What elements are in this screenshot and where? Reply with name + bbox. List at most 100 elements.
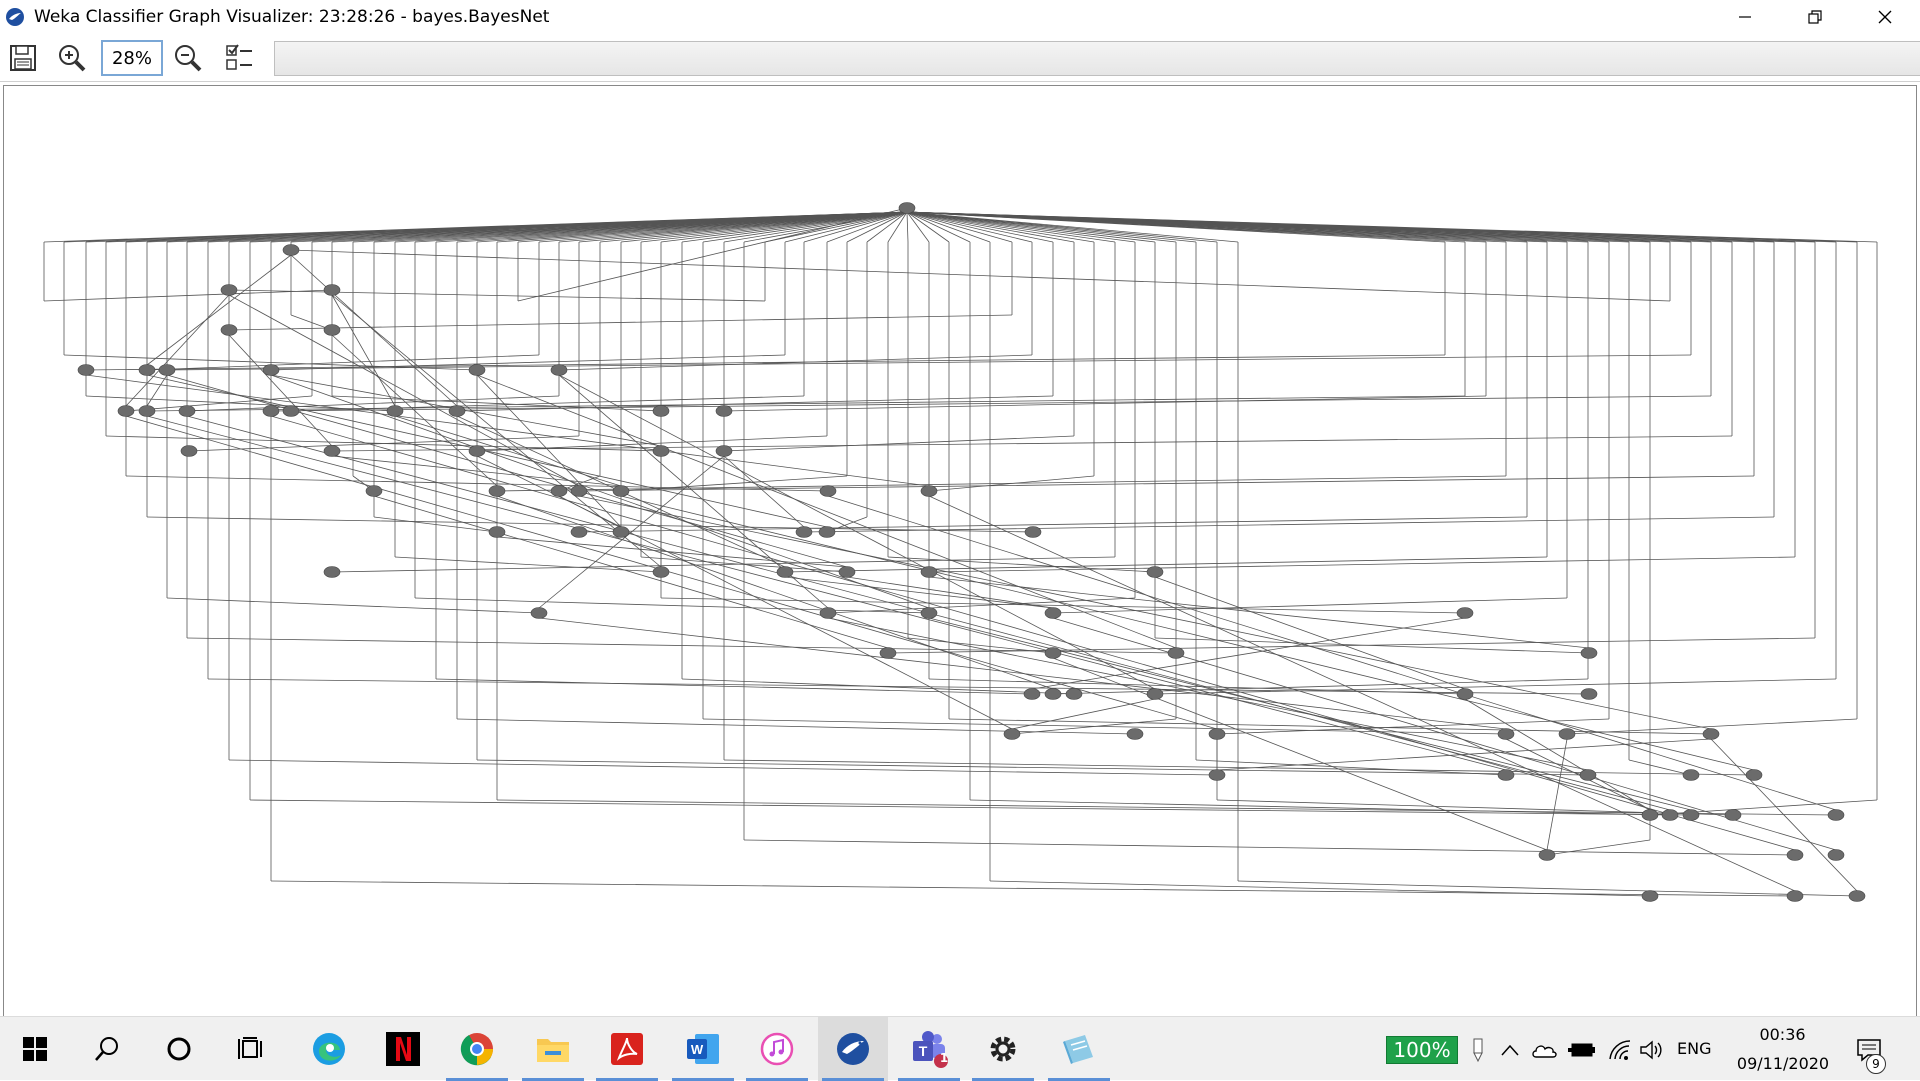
graph-node-53[interactable] <box>1580 647 1598 659</box>
graph-node-56[interactable] <box>1065 688 1083 700</box>
graph-node-57[interactable] <box>1146 688 1164 700</box>
word-taskbar-button[interactable]: W <box>668 1017 738 1081</box>
graph-node-54[interactable] <box>1023 688 1041 700</box>
graph-node-24[interactable] <box>652 445 670 457</box>
graph-node-26[interactable] <box>365 485 383 497</box>
graph-node-17[interactable] <box>386 405 404 417</box>
layout-options-button[interactable] <box>220 39 260 77</box>
graph-node-29[interactable] <box>570 485 588 497</box>
graph-node-72[interactable] <box>1661 809 1679 821</box>
graph-node-2[interactable] <box>220 284 238 296</box>
graph-node-6[interactable] <box>77 364 95 376</box>
graph-node-66[interactable] <box>1208 769 1226 781</box>
acrobat-taskbar-button[interactable] <box>592 1017 662 1081</box>
graph-node-45[interactable] <box>530 607 548 619</box>
graph-node-18[interactable] <box>448 405 466 417</box>
close-button[interactable] <box>1850 0 1920 34</box>
graph-node-81[interactable] <box>1848 890 1866 902</box>
graph-node-8[interactable] <box>158 364 176 376</box>
clock-time[interactable]: 00:36 <box>1759 1025 1806 1044</box>
graph-node-11[interactable] <box>550 364 568 376</box>
graph-node-25[interactable] <box>715 445 733 457</box>
notepad-taskbar-button[interactable] <box>1044 1017 1114 1081</box>
itunes-taskbar-button[interactable] <box>742 1017 812 1081</box>
graph-node-58[interactable] <box>1456 688 1474 700</box>
graph-node-33[interactable] <box>488 526 506 538</box>
wifi-icon[interactable] <box>1606 1036 1634 1064</box>
graph-node-10[interactable] <box>468 364 486 376</box>
notification-center-icon[interactable] <box>1855 1036 1883 1064</box>
minimize-button[interactable] <box>1710 0 1780 34</box>
zoom-out-button[interactable] <box>168 39 208 77</box>
graph-node-38[interactable] <box>1024 526 1042 538</box>
graph-node-36[interactable] <box>795 526 813 538</box>
graph-node-14[interactable] <box>178 405 196 417</box>
graph-node-50[interactable] <box>879 647 897 659</box>
graph-node-80[interactable] <box>1786 890 1804 902</box>
clock-date[interactable]: 09/11/2020 <box>1736 1054 1830 1073</box>
graph-node-21[interactable] <box>180 445 198 457</box>
graph-node-22[interactable] <box>323 445 341 457</box>
graph-node-73[interactable] <box>1682 809 1700 821</box>
graph-node-77[interactable] <box>1786 849 1804 861</box>
graph-node-74[interactable] <box>1724 809 1742 821</box>
netflix-taskbar-button[interactable] <box>368 1017 438 1081</box>
graph-node-43[interactable] <box>920 566 938 578</box>
battery-icon[interactable] <box>1568 1036 1596 1064</box>
graph-node-59[interactable] <box>1580 688 1598 700</box>
start-button[interactable] <box>0 1017 70 1081</box>
settings-taskbar-button[interactable] <box>968 1017 1038 1081</box>
graph-node-49[interactable] <box>1456 607 1474 619</box>
onedrive-cloud-icon[interactable] <box>1530 1036 1558 1064</box>
graph-node-71[interactable] <box>1641 809 1659 821</box>
graph-node-37[interactable] <box>818 526 836 538</box>
graph-node-3[interactable] <box>323 284 341 296</box>
restore-button[interactable] <box>1780 0 1850 34</box>
graph-node-60[interactable] <box>1003 728 1021 740</box>
graph-node-65[interactable] <box>1702 728 1720 740</box>
graph-node-23[interactable] <box>468 445 486 457</box>
file-explorer-taskbar-button[interactable] <box>518 1017 588 1081</box>
graph-node-16[interactable] <box>282 405 300 417</box>
cortana-button[interactable] <box>144 1017 214 1081</box>
graph-node-30[interactable] <box>612 485 630 497</box>
graph-node-75[interactable] <box>1827 809 1845 821</box>
graph-node-51[interactable] <box>1044 647 1062 659</box>
graph-node-1[interactable] <box>282 244 300 256</box>
graph-node-13[interactable] <box>138 405 156 417</box>
graph-node-41[interactable] <box>776 566 794 578</box>
graph-node-52[interactable] <box>1167 647 1185 659</box>
save-button[interactable] <box>3 39 43 77</box>
graph-node-44[interactable] <box>1146 566 1164 578</box>
graph-node-48[interactable] <box>1044 607 1062 619</box>
graph-node-35[interactable] <box>612 526 630 538</box>
speaker-volume-icon[interactable] <box>1638 1036 1666 1064</box>
graph-node-63[interactable] <box>1497 728 1515 740</box>
graph-node-46[interactable] <box>819 607 837 619</box>
graph-node-15[interactable] <box>262 405 280 417</box>
input-language-indicator[interactable]: ENG <box>1677 1039 1712 1058</box>
chrome-taskbar-button[interactable] <box>442 1017 512 1081</box>
graph-canvas[interactable] <box>3 85 1917 1017</box>
graph-node-12[interactable] <box>117 405 135 417</box>
graph-node-62[interactable] <box>1208 728 1226 740</box>
graph-node-70[interactable] <box>1745 769 1763 781</box>
teams-taskbar-button[interactable]: T 1 <box>894 1017 964 1081</box>
graph-node-47[interactable] <box>920 607 938 619</box>
pen-icon[interactable] <box>1464 1036 1492 1064</box>
graph-node-67[interactable] <box>1497 769 1515 781</box>
graph-node-61[interactable] <box>1126 728 1144 740</box>
graph-node-4[interactable] <box>220 324 238 336</box>
graph-node-78[interactable] <box>1827 849 1845 861</box>
search-button[interactable] <box>72 1017 142 1081</box>
show-hidden-icons-chevron-icon[interactable] <box>1496 1036 1524 1064</box>
graph-node-0[interactable] <box>898 202 916 214</box>
graph-node-32[interactable] <box>920 485 938 497</box>
weka-taskbar-button[interactable] <box>818 1017 888 1081</box>
zoom-in-button[interactable] <box>52 39 92 77</box>
task-view-button[interactable] <box>216 1017 286 1081</box>
graph-node-76[interactable] <box>1538 849 1556 861</box>
graph-node-42[interactable] <box>838 566 856 578</box>
edge-taskbar-button[interactable] <box>294 1017 364 1081</box>
graph-node-20[interactable] <box>715 405 733 417</box>
